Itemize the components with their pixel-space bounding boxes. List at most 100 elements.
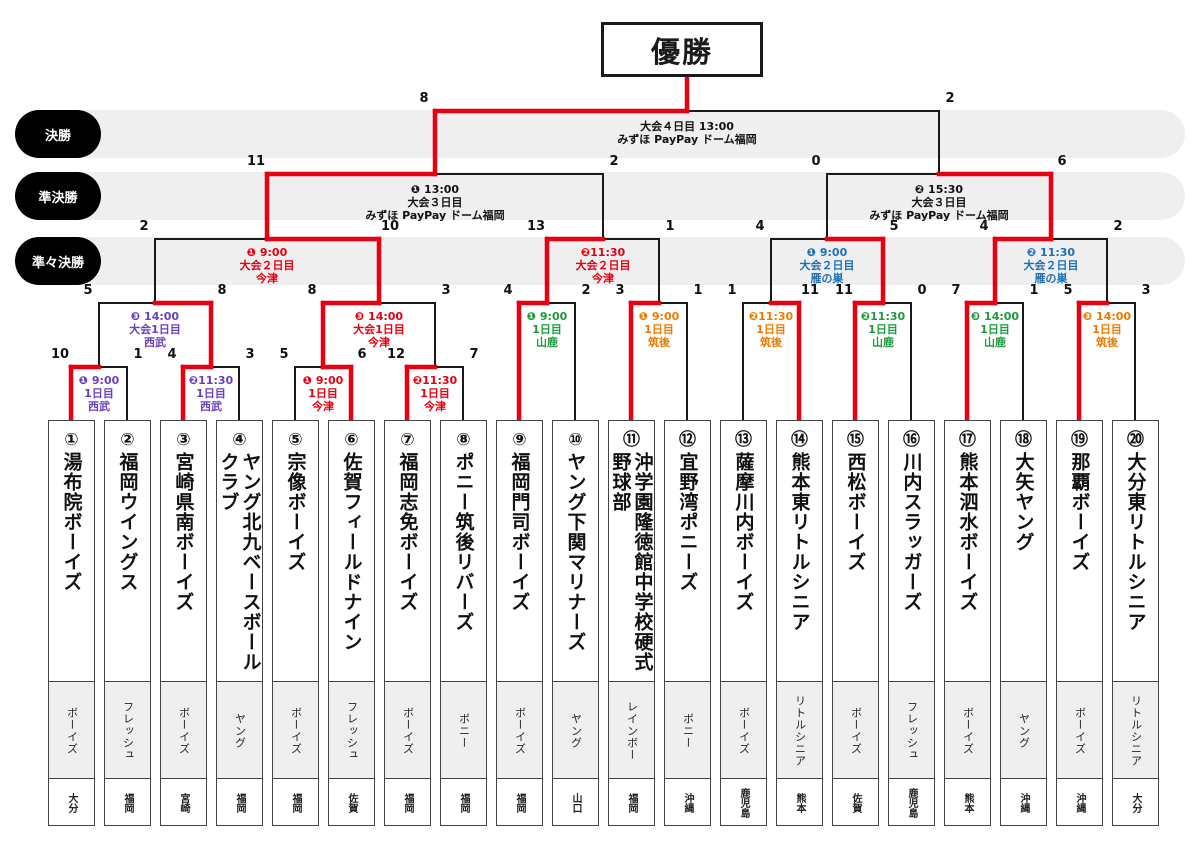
match-info-line: ❸ 14:00 xyxy=(130,310,180,323)
team-name: 宜野湾ポニーズ xyxy=(676,452,699,592)
match-info-line: みずほ PayPay ドーム福岡 xyxy=(617,133,757,146)
team-number: ⑦ xyxy=(400,430,415,450)
team-name: ヤング下関マリナーズ xyxy=(564,452,587,652)
match-info-line: ❷11:30 xyxy=(860,310,906,323)
team-league: ボーイズ xyxy=(945,681,990,779)
team-league: ボーイズ xyxy=(49,681,94,779)
match-info-line: 山鹿 xyxy=(871,336,894,349)
match-info-line: 今津 xyxy=(592,272,614,285)
score-left: 5 xyxy=(83,283,93,298)
team-league: ボーイズ xyxy=(721,681,766,779)
team-prefecture: 熊本 xyxy=(777,778,822,826)
team-name: 熊本泗水ボーイズ xyxy=(956,452,979,612)
match-info-line: ❶ 9:00 xyxy=(526,310,568,323)
team-league: ボーイズ xyxy=(273,681,318,779)
team-league-label: フレッシュ xyxy=(121,700,135,761)
team-league-label: ポニー xyxy=(681,712,695,749)
score-left: 2 xyxy=(139,219,149,234)
team-league-label: ボーイズ xyxy=(401,706,415,755)
team-prefecture: 福岡 xyxy=(441,778,486,826)
team-prefecture: 福岡 xyxy=(609,778,654,826)
team-league: リトルシニア xyxy=(777,681,822,779)
match-info-line: 雁の巣 xyxy=(810,272,844,285)
team-prefecture: 鹿児島 xyxy=(889,778,934,826)
team-prefecture-label: 福岡 xyxy=(290,792,301,813)
team-number: ⑰ xyxy=(959,430,976,450)
semifinal-round-band xyxy=(15,172,1185,220)
score-right: 6 xyxy=(357,347,367,362)
match-info-line: 大会４日目 13:00 xyxy=(640,120,734,133)
team-name: 大分東リトルシニア xyxy=(1124,452,1147,632)
score-left: 4 xyxy=(167,347,177,362)
team-prefecture: 福岡 xyxy=(497,778,542,826)
score-left: 13 xyxy=(526,219,546,234)
team-league-label: レインボー xyxy=(625,700,639,761)
match-info-line: ❷11:30 xyxy=(188,374,234,387)
match-info-line: 西武 xyxy=(199,400,222,413)
match-info-line: ❷11:30 xyxy=(748,310,794,323)
match-info-line: 大会３日目 xyxy=(911,196,967,209)
team-league: ポニー xyxy=(441,681,486,779)
team-prefecture: 福岡 xyxy=(217,778,262,826)
match-info-line: 1日目 xyxy=(196,387,226,400)
team-league: ヤング xyxy=(217,681,262,779)
team-name: 宗像ボーイズ xyxy=(284,452,307,572)
match-info-line: 筑後 xyxy=(759,336,782,349)
team-prefecture: 佐賀 xyxy=(329,778,374,826)
team-league-label: ヤング xyxy=(233,712,247,749)
team-prefecture-label: 宮崎 xyxy=(178,792,189,813)
team-prefecture-label: 鹿児島 xyxy=(738,787,749,818)
match-info-line: 1日目 xyxy=(644,323,674,336)
team-prefecture-label: 大分 xyxy=(66,792,77,813)
team-name: 佐賀フィールドナイン xyxy=(340,452,363,652)
team-league-label: ヤング xyxy=(1017,712,1031,749)
match-info-line: ❷ 15:30 xyxy=(914,183,964,196)
team-prefecture: 福岡 xyxy=(273,778,318,826)
match-info-line: ❷11:30 xyxy=(580,246,626,259)
score-right: 3 xyxy=(245,347,255,362)
team-number: ⑥ xyxy=(344,430,359,450)
team-number: ④ xyxy=(232,430,247,450)
match-info-line: 大会1日目 xyxy=(353,323,405,336)
team-league: レインボー xyxy=(609,681,654,779)
team-prefecture: 大分 xyxy=(49,778,94,826)
team-prefecture-label: 沖縄 xyxy=(682,792,693,813)
match-info-line: 筑後 xyxy=(647,336,670,349)
team-prefecture-label: 熊本 xyxy=(962,792,973,813)
team-league: フレッシュ xyxy=(889,681,934,779)
team-prefecture: 福岡 xyxy=(385,778,430,826)
team-prefecture-label: 熊本 xyxy=(794,792,805,813)
quarterfinal-round-band xyxy=(15,237,1185,285)
team-league-label: ボーイズ xyxy=(961,706,975,755)
score-right: 1 xyxy=(665,219,675,234)
team-league: ボーイズ xyxy=(161,681,206,779)
team-league: ボーイズ xyxy=(497,681,542,779)
score-left: 4 xyxy=(503,283,513,298)
team-league: フレッシュ xyxy=(105,681,150,779)
team-league: ボーイズ xyxy=(385,681,430,779)
team-name: 那覇ボーイズ xyxy=(1068,452,1091,572)
team-prefecture: 沖縄 xyxy=(1001,778,1046,826)
